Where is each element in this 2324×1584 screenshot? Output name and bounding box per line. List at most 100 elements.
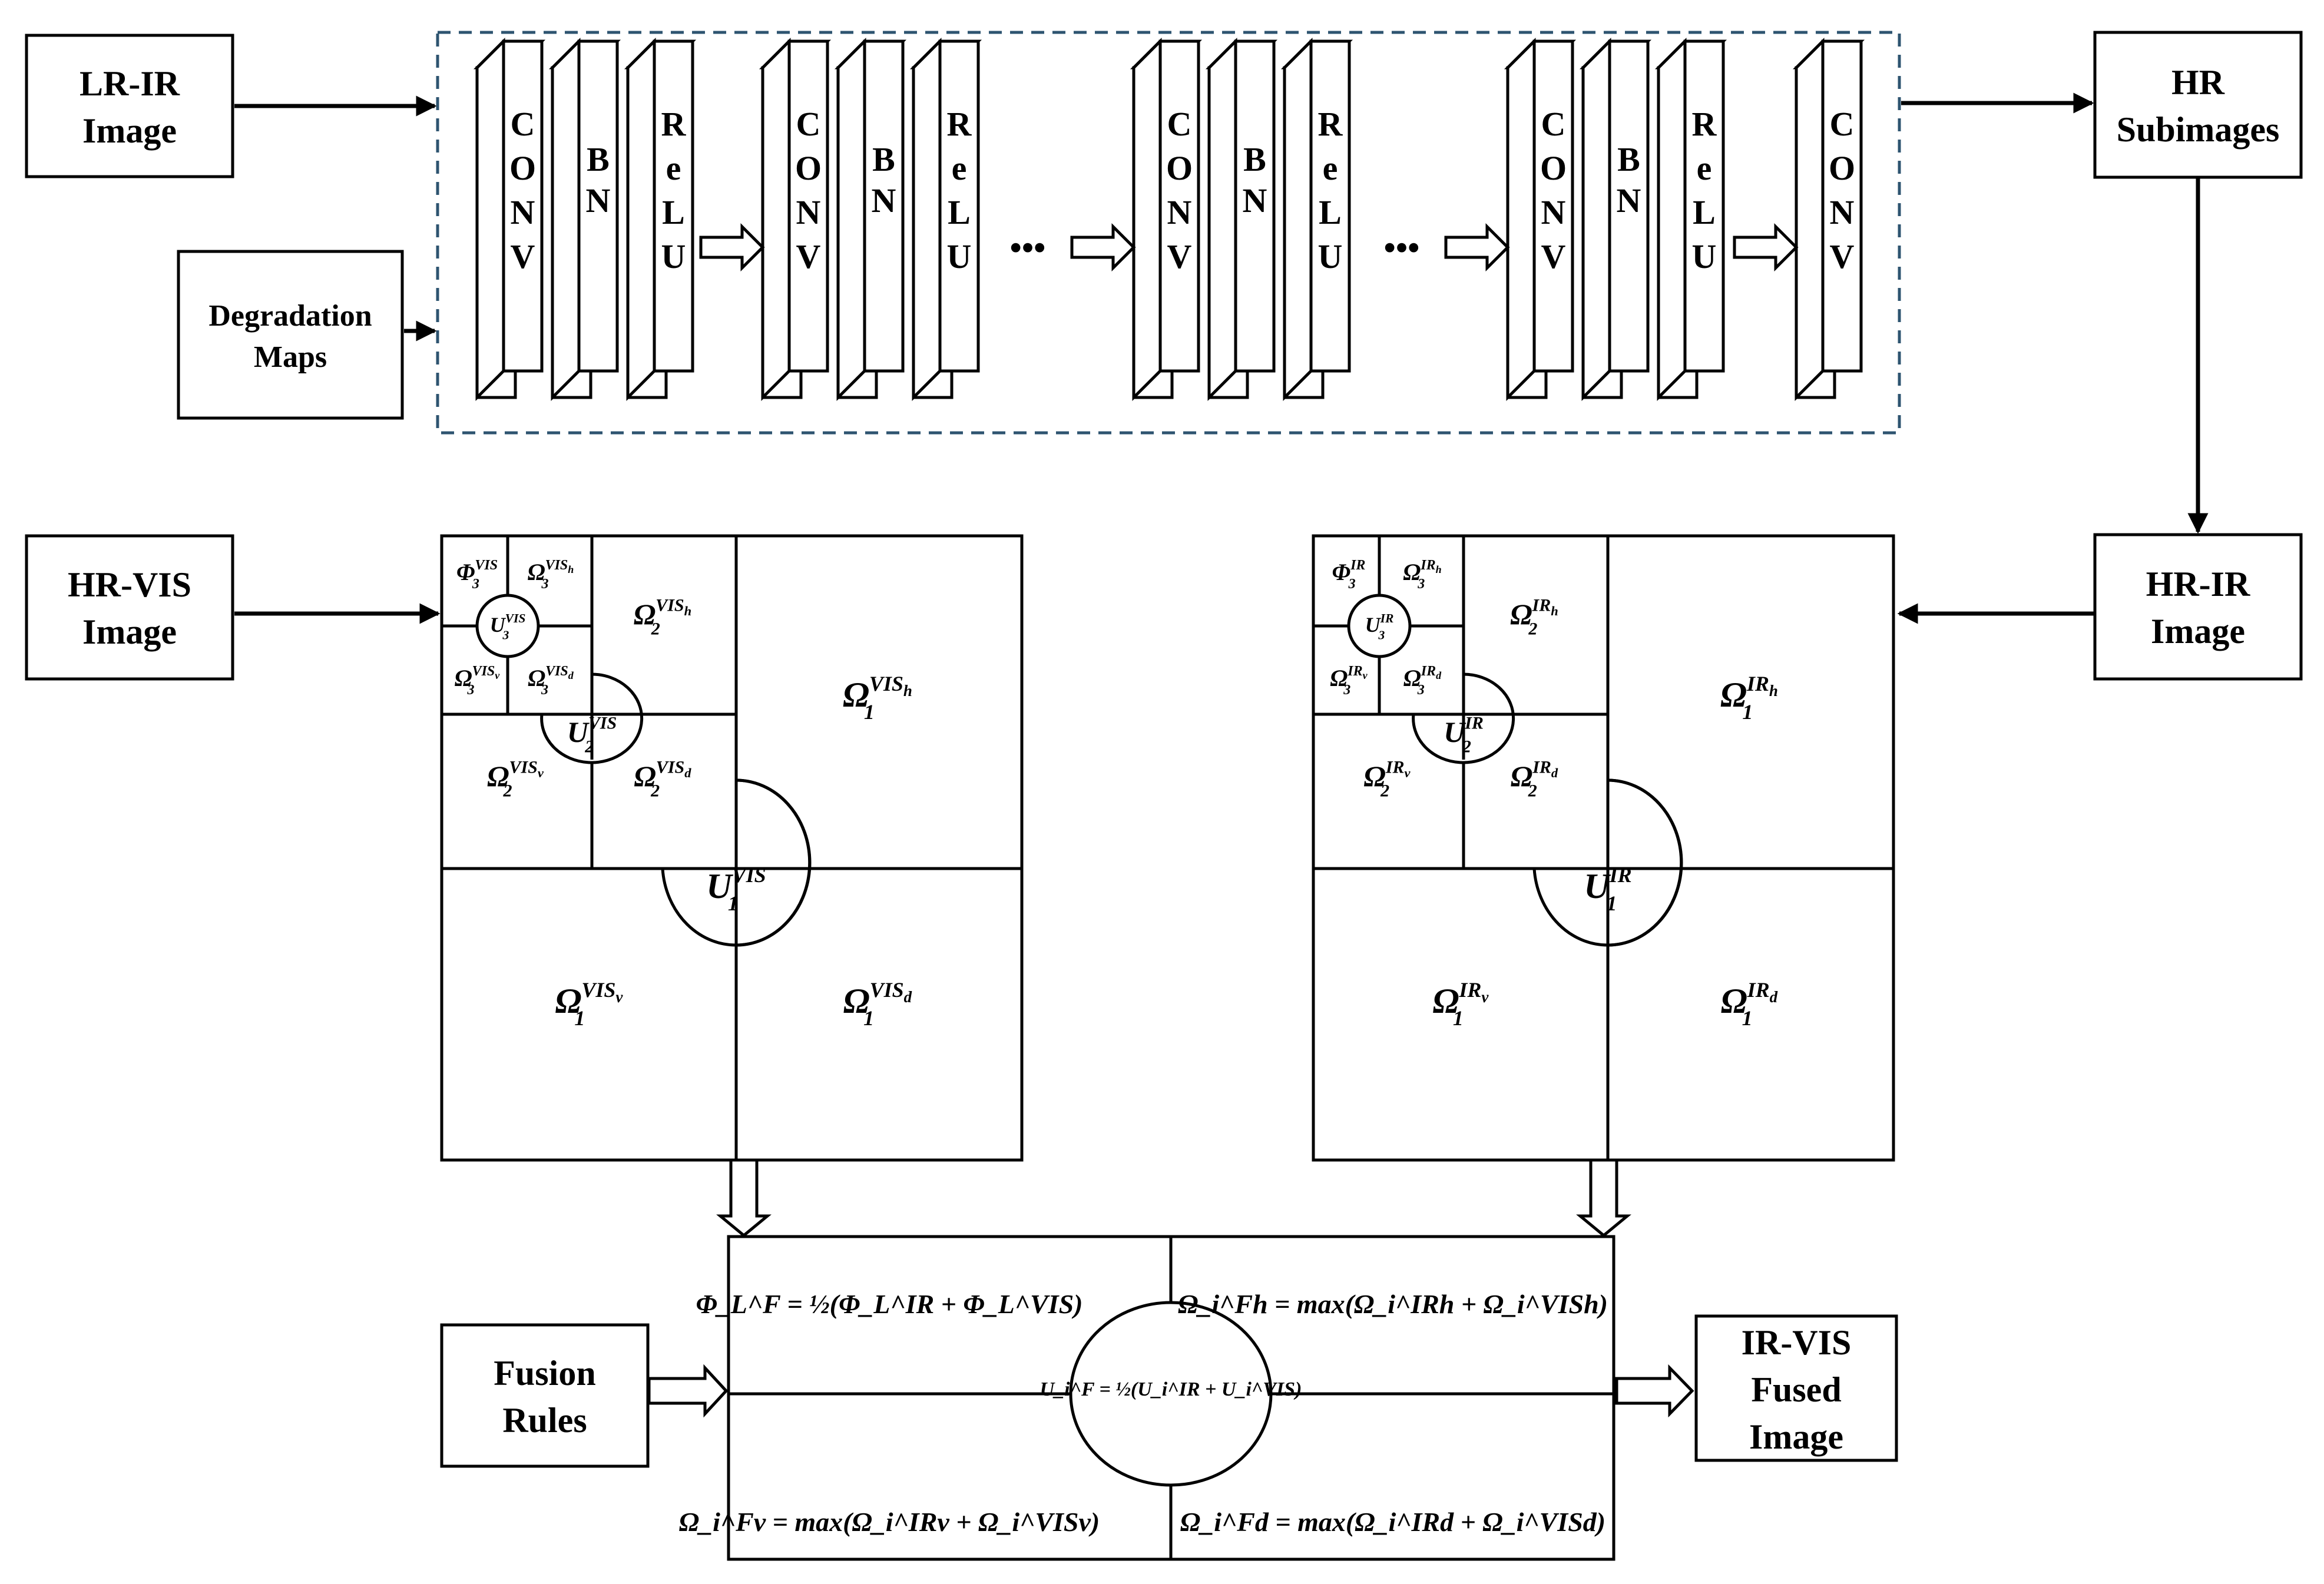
relu-layer-3-letter: e xyxy=(1323,149,1338,187)
fusion-rules-line2: Rules xyxy=(502,1401,587,1440)
fusion-rules-arrow xyxy=(647,1364,729,1418)
hr-ir-label-line1: HR-IR xyxy=(2146,565,2250,604)
bn-layer-3: BN xyxy=(1205,37,1278,402)
relu-layer-1-letter: e xyxy=(666,149,681,187)
conv-layer-final-letter: C xyxy=(1830,105,1855,143)
relu-layer-1-letter: U xyxy=(661,237,686,276)
conv-layer-4-letter: C xyxy=(1541,105,1566,143)
lr-ir-image-box: LR-IR Image xyxy=(25,34,234,178)
bn-layer-3-letter: B xyxy=(1243,140,1266,178)
conv-layer-4-letter: V xyxy=(1541,237,1566,276)
relu-layer-2-letter: U xyxy=(947,237,972,276)
hr-vis-label-line2: Image xyxy=(82,612,177,651)
ellipsis-2: ••• xyxy=(1384,228,1420,267)
conv-layer-3-letter: V xyxy=(1167,237,1192,276)
bn-layer-2-letter: N xyxy=(872,181,896,220)
fused-line1: IR-VIS xyxy=(1742,1323,1852,1362)
conv-layer-final-letter: O xyxy=(1829,149,1855,187)
hr-subimages-box: HR Subimages xyxy=(2093,31,2303,179)
fusion-rules-line1: Fusion xyxy=(494,1354,595,1393)
relu-layer-3-letter: L xyxy=(1319,193,1342,231)
omega-d-fusion-rule: Ω_i^Fd = max(Ω_i^IRd + Ω_i^VISd) xyxy=(1180,1507,1605,1537)
omega-v-fusion-rule: Ω_i^Fv = max(Ω_i^IRv + Ω_i^VISv) xyxy=(679,1507,1100,1537)
omega-h-fusion-rule: Ω_i^Fh = max(Ω_i^IRh + Ω_i^VISh) xyxy=(1178,1289,1608,1319)
conv-layer-1-letter: C xyxy=(511,105,535,143)
fused-output-arrow xyxy=(1615,1364,1694,1418)
hr-vis-image-box: HR-VIS Image xyxy=(25,534,234,681)
relu-layer-4-letter: L xyxy=(1693,193,1716,231)
fusion-center-ellipse xyxy=(1069,1301,1273,1487)
conv-layer-3-letter: C xyxy=(1167,105,1192,143)
hr-ir-label-line2: Image xyxy=(2151,612,2245,651)
conv-layer-4-letter: N xyxy=(1541,193,1566,231)
layer-arrow-3 xyxy=(1444,223,1510,272)
conv-layer-final-letter: N xyxy=(1830,193,1855,231)
bn-layer-2-letter: B xyxy=(872,140,895,178)
degradation-maps-box: Degradation Maps xyxy=(177,250,404,420)
conv-layer-3-letter: O xyxy=(1166,149,1193,187)
cnn-layer-stack: CONVBNReLUCONVBNReLUCONVBNReLUCONVBNReLU… xyxy=(473,37,1865,402)
degradation-label-line2: Maps xyxy=(254,340,327,374)
bn-layer-4-letter: N xyxy=(1617,181,1641,220)
relu-layer-3-letter: U xyxy=(1318,237,1343,276)
conv-layer-1-letter: O xyxy=(509,149,536,187)
hr-subimages-line1: HR xyxy=(2171,63,2225,102)
u-fusion-rule: U_i^F = ½(U_i^IR + U_i^VIS) xyxy=(1040,1378,1302,1400)
hr-subimages-line2: Subimages xyxy=(2117,110,2280,149)
lr-ir-label-line1: LR-IR xyxy=(80,64,180,103)
bn-layer-3-letter: N xyxy=(1243,181,1267,220)
vis-to-fusion-arrow xyxy=(716,1158,772,1238)
conv-layer-2-letter: N xyxy=(796,193,821,231)
conv-layer-1-letter: V xyxy=(511,237,535,276)
conv-layer-2-letter: C xyxy=(796,105,821,143)
cnn-dashed-border xyxy=(436,31,1901,435)
conv-layer-3-letter: N xyxy=(1167,193,1192,231)
relu-layer-4-letter: R xyxy=(1692,105,1717,143)
fusion-rule-formulas: Φ_L^F = ½(Φ_L^IR + Φ_L^VIS)Ω_i^Fh = max(… xyxy=(679,1289,1608,1537)
fused-image-box: IR-VIS Fused Image xyxy=(1694,1314,1898,1462)
lr-ir-label-line2: Image xyxy=(82,111,177,150)
bn-layer-1-letter: B xyxy=(587,140,610,178)
fused-line3: Image xyxy=(1749,1417,1843,1456)
ellipsis-1: ••• xyxy=(1010,228,1046,267)
hr-vis-label-line1: HR-VIS xyxy=(68,565,191,604)
relu-layer-2-letter: R xyxy=(947,105,972,143)
bn-layer-2: BN xyxy=(834,37,907,402)
fusion-box xyxy=(727,1235,1615,1561)
conv-layer-2-letter: V xyxy=(796,237,821,276)
hr-ir-image-box: HR-IR Image xyxy=(2093,533,2303,681)
conv-layer-final-letter: V xyxy=(1830,237,1855,276)
ir-to-fusion-arrow xyxy=(1576,1158,1631,1238)
conv-layer-4-letter: O xyxy=(1540,149,1567,187)
